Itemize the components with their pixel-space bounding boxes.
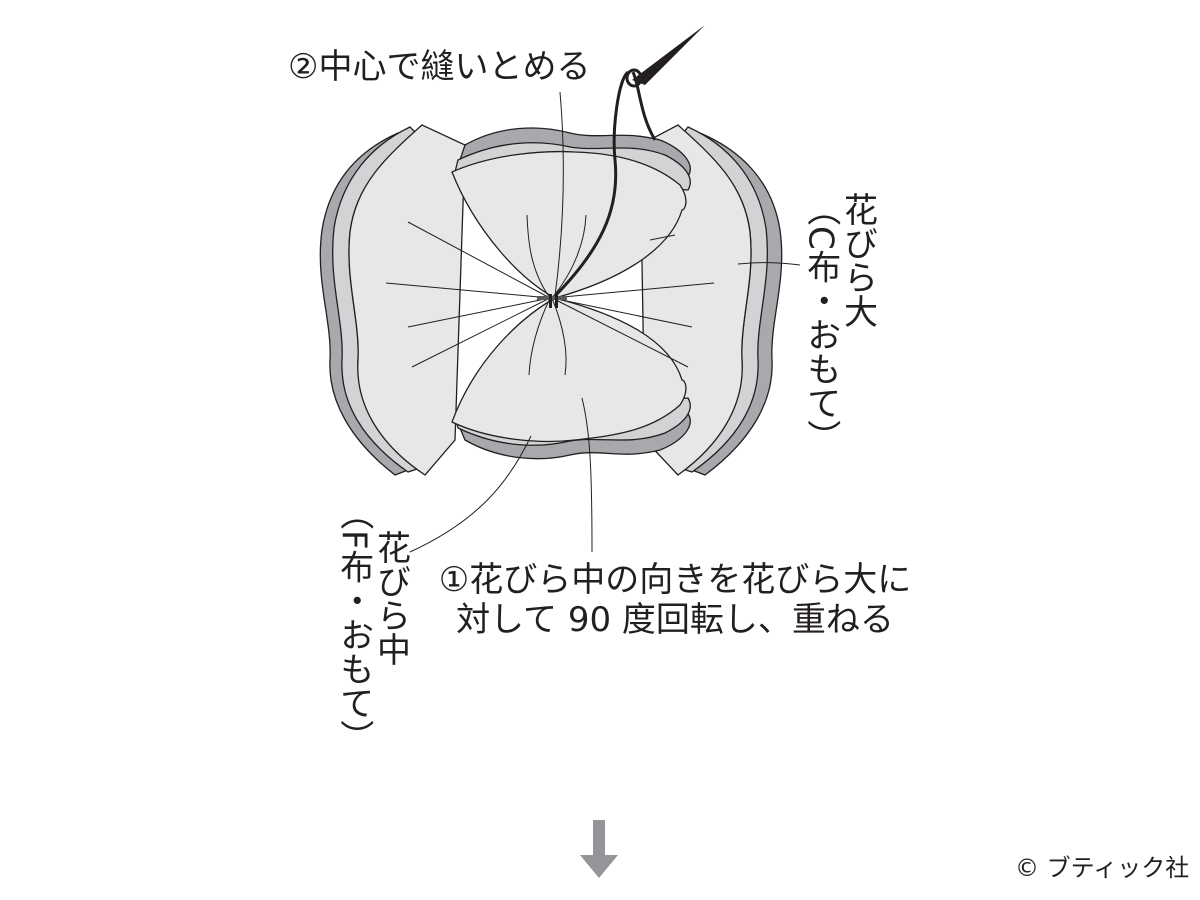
petal-large-label: 花びら大 （C布・おもて）	[800, 192, 878, 454]
copyright-notice: © ブティック社	[1015, 854, 1190, 882]
petal-medium-name: 花びら中	[370, 530, 411, 666]
petal-medium	[451, 127, 691, 460]
gather-lines	[385, 214, 715, 376]
petal-large-name: 花びら大	[837, 192, 878, 328]
step-1-label: ①花びら中の向きを花びら大に 対して 90 度回転し、重ねる	[438, 560, 912, 641]
petal-large-detail: （C布・おもて）	[800, 192, 841, 454]
petal-medium-detail: （F布・おもて）	[333, 496, 374, 754]
center-stitch	[537, 294, 567, 308]
petal-medium-label: 花びら中 （F布・おもて）	[333, 496, 411, 754]
leader-lines	[409, 91, 801, 553]
next-step-arrow-icon	[580, 820, 618, 878]
needle-icon	[553, 25, 705, 298]
step-2-label: ②中心で縫いとめる	[288, 47, 591, 87]
